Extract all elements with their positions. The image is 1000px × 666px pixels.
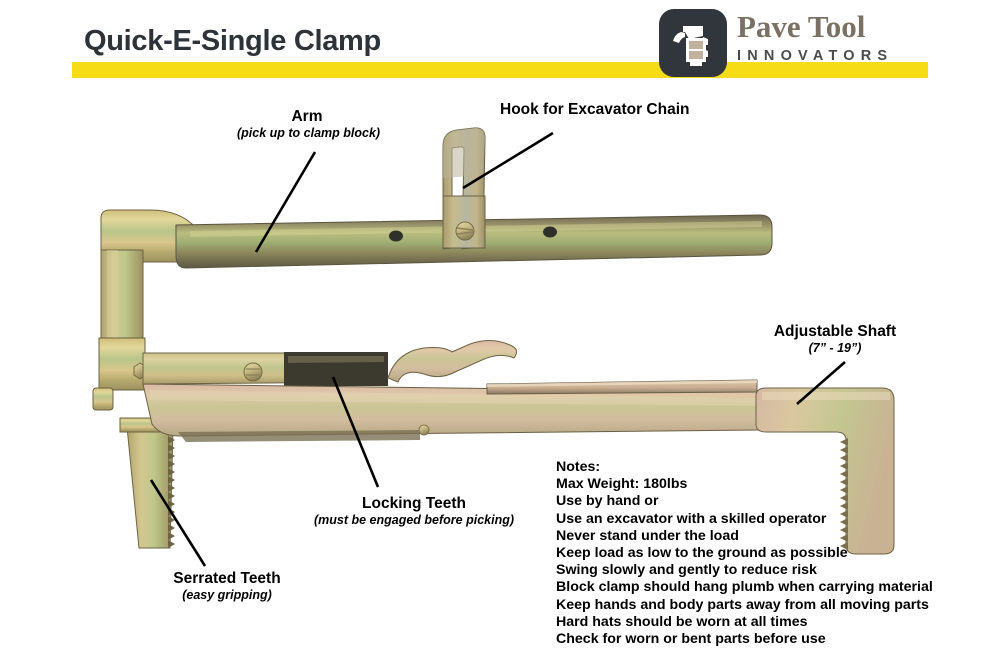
clamp-lower-beam [142,340,761,442]
brand-logo-text: Pave Tool INNOVATORS [737,11,893,64]
leader-serrated-teeth [149,479,207,567]
brand-name: Pave Tool [737,9,866,44]
clamp-arm [100,209,773,269]
note-item: Block clamp should hang plumb when carry… [556,579,933,596]
notes-heading: Notes: [556,459,601,475]
leader-arm [254,151,317,253]
callout-serrated-teeth-title: Serrated Teeth [173,570,281,587]
callout-arm-title: Arm [291,108,323,125]
note-item: Keep load as low to the ground as possib… [556,545,848,562]
page-title: Quick-E-Single Clamp [84,25,381,57]
note-item: Use by hand or [556,493,659,510]
callout-serrated-teeth-subtitle: (easy gripping) [182,587,272,602]
callout-locking-teeth-subtitle: (must be engaged before picking) [313,512,515,527]
leader-locking-teeth [331,376,380,488]
adjustable-shaft [486,379,758,395]
leader-adjustable-shaft [796,361,846,405]
right-jaw-serrations [840,438,848,550]
callout-serrated-teeth: Serrated Teeth (easy gripping) [122,570,332,603]
callout-arm: Arm (pick up to clamp block) [237,108,381,141]
callout-hook-title: Hook for Excavator Chain [500,101,690,118]
note-item: Hard hats should be worn at all times [556,613,808,630]
post-collar [98,337,146,391]
clamp-left-post [92,249,147,411]
release-lever [387,340,518,383]
note-item: Swing slowly and gently to reduce risk [556,562,817,579]
callout-adjustable-shaft-title: Adjustable Shaft [773,323,897,340]
note-item: Use an excavator with a skilled operator [556,510,827,527]
callout-locking-teeth-title: Locking Teeth [362,495,466,512]
note-item: Max Weight: 180lbs [556,476,688,493]
beam-hex-bolt [243,362,263,382]
callout-locking-teeth: Locking Teeth (must be engaged before pi… [290,495,538,528]
left-jaw-serrations [168,428,175,548]
callout-leader-lines [149,131,846,567]
callout-adjustable-shaft: Adjustable Shaft (7” - 19”) [745,323,925,356]
callout-hook: Hook for Excavator Chain [500,101,690,119]
post-side-tab [92,387,114,411]
brand-logo[interactable]: Pave Tool INNOVATORS [659,9,929,81]
note-item: Keep hands and body parts away from all … [556,596,929,613]
note-item: Check for worn or bent parts before use [556,631,826,648]
leader-hook [462,131,554,190]
arm-adjustment-hole [543,226,557,238]
callout-adjustable-shaft-subtitle: (7” - 19”) [808,340,862,355]
note-item: Never stand under the load [556,527,739,544]
arm-adjustment-hole [389,230,403,242]
brand-tagline: INNOVATORS [737,48,894,64]
notes-block: Notes: Max Weight: 180lbs Use by hand or… [556,459,933,648]
hook-bolt [455,221,475,241]
right-serrated-jaw [755,387,895,555]
left-serrated-jaw [119,417,179,549]
callout-arm-subtitle: (pick up to clamp block) [237,125,381,140]
pave-tool-logo-mark [659,9,727,77]
